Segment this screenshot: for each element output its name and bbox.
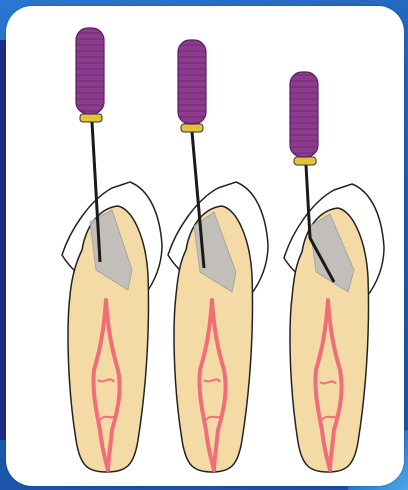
tooth-2-file-handle	[178, 40, 206, 124]
tooth-1-file-stopper	[80, 114, 102, 122]
tooth-3-file-handle	[290, 72, 318, 157]
tooth-2-file-stopper	[181, 124, 203, 132]
tooth-3-file-stopper	[294, 157, 316, 165]
tooth-3	[284, 72, 384, 472]
tooth-1	[62, 28, 162, 472]
tooth-2	[168, 40, 268, 472]
tooth-1-file-handle	[76, 28, 104, 114]
